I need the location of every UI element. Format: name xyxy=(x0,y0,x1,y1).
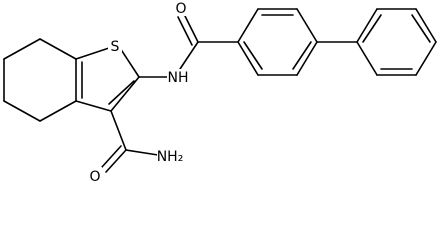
bond xyxy=(110,110,127,151)
bond xyxy=(108,80,135,105)
sulfur-atom-label: S xyxy=(111,39,120,55)
atom-labels: S O NH O NH₂ xyxy=(88,0,190,185)
bond xyxy=(415,8,437,43)
bond xyxy=(3,100,41,122)
molecule-structure: S O NH O NH₂ xyxy=(3,0,437,185)
bond xyxy=(296,41,318,76)
bond xyxy=(3,38,41,60)
bond xyxy=(101,145,122,168)
bond xyxy=(356,8,378,43)
bond xyxy=(125,149,159,156)
amide-nh-label: NH xyxy=(168,70,189,86)
bond xyxy=(177,16,193,46)
bond xyxy=(415,41,437,76)
bond xyxy=(411,14,431,43)
bond xyxy=(39,38,77,60)
carboxamide-oxygen-label: O xyxy=(89,169,100,185)
bond xyxy=(243,41,263,70)
bond xyxy=(105,149,127,173)
bond xyxy=(179,41,199,70)
bond xyxy=(237,41,259,76)
bond xyxy=(110,76,140,112)
bond xyxy=(119,47,140,78)
bond xyxy=(39,100,77,122)
carbonyl-oxygen-label: O xyxy=(175,1,186,17)
amine-nh2-label: NH₂ xyxy=(157,149,184,165)
bond xyxy=(183,13,199,43)
bond xyxy=(237,8,259,43)
bonds xyxy=(3,8,437,173)
bond xyxy=(356,41,378,76)
bond xyxy=(292,41,312,70)
bond xyxy=(362,14,382,43)
bond xyxy=(75,46,113,60)
bond xyxy=(75,100,112,112)
bond xyxy=(296,8,318,43)
